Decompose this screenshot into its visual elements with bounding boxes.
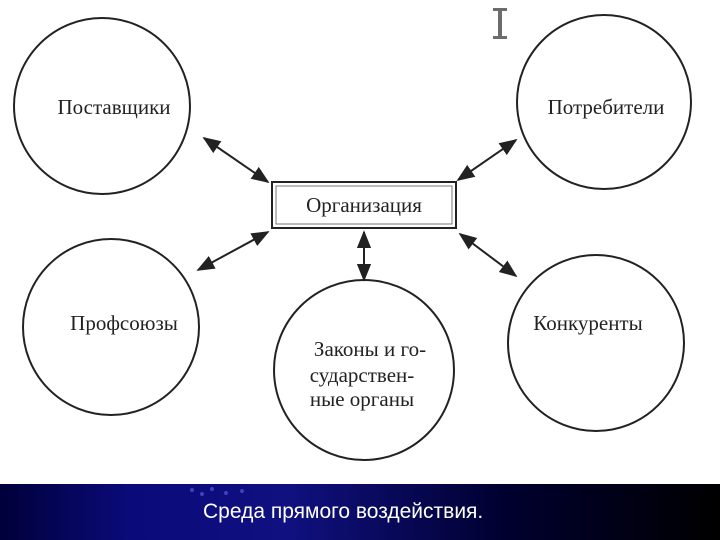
footer-bar xyxy=(0,484,720,540)
arrow-unions xyxy=(196,231,270,271)
node-competitors xyxy=(507,254,685,432)
label-suppliers: Поставщики xyxy=(57,95,170,119)
corner-mark xyxy=(490,8,510,42)
arrow-consumers xyxy=(456,138,518,182)
footer-decoration xyxy=(190,486,260,498)
node-suppliers xyxy=(13,17,191,195)
label-competitors: Конкуренты xyxy=(533,311,642,335)
footer-title: Среда прямого воздействия. xyxy=(203,500,484,523)
label-laws-line-2: сударствен- xyxy=(310,363,415,387)
arrow-competitors xyxy=(458,232,518,278)
label-center: Организация xyxy=(306,193,422,217)
center-box xyxy=(271,181,457,229)
label-laws-line-3: ные органы xyxy=(310,387,414,411)
label-consumers: Потребители xyxy=(548,95,665,119)
label-laws-line-1: Законы и го- xyxy=(314,337,426,361)
arrow-suppliers xyxy=(202,136,270,184)
label-unions: Профсоюзы xyxy=(70,311,178,335)
node-consumers xyxy=(516,14,692,190)
node-unions xyxy=(22,238,200,416)
environment-diagram: Поставщики Потребители Организация Профс… xyxy=(13,14,692,461)
